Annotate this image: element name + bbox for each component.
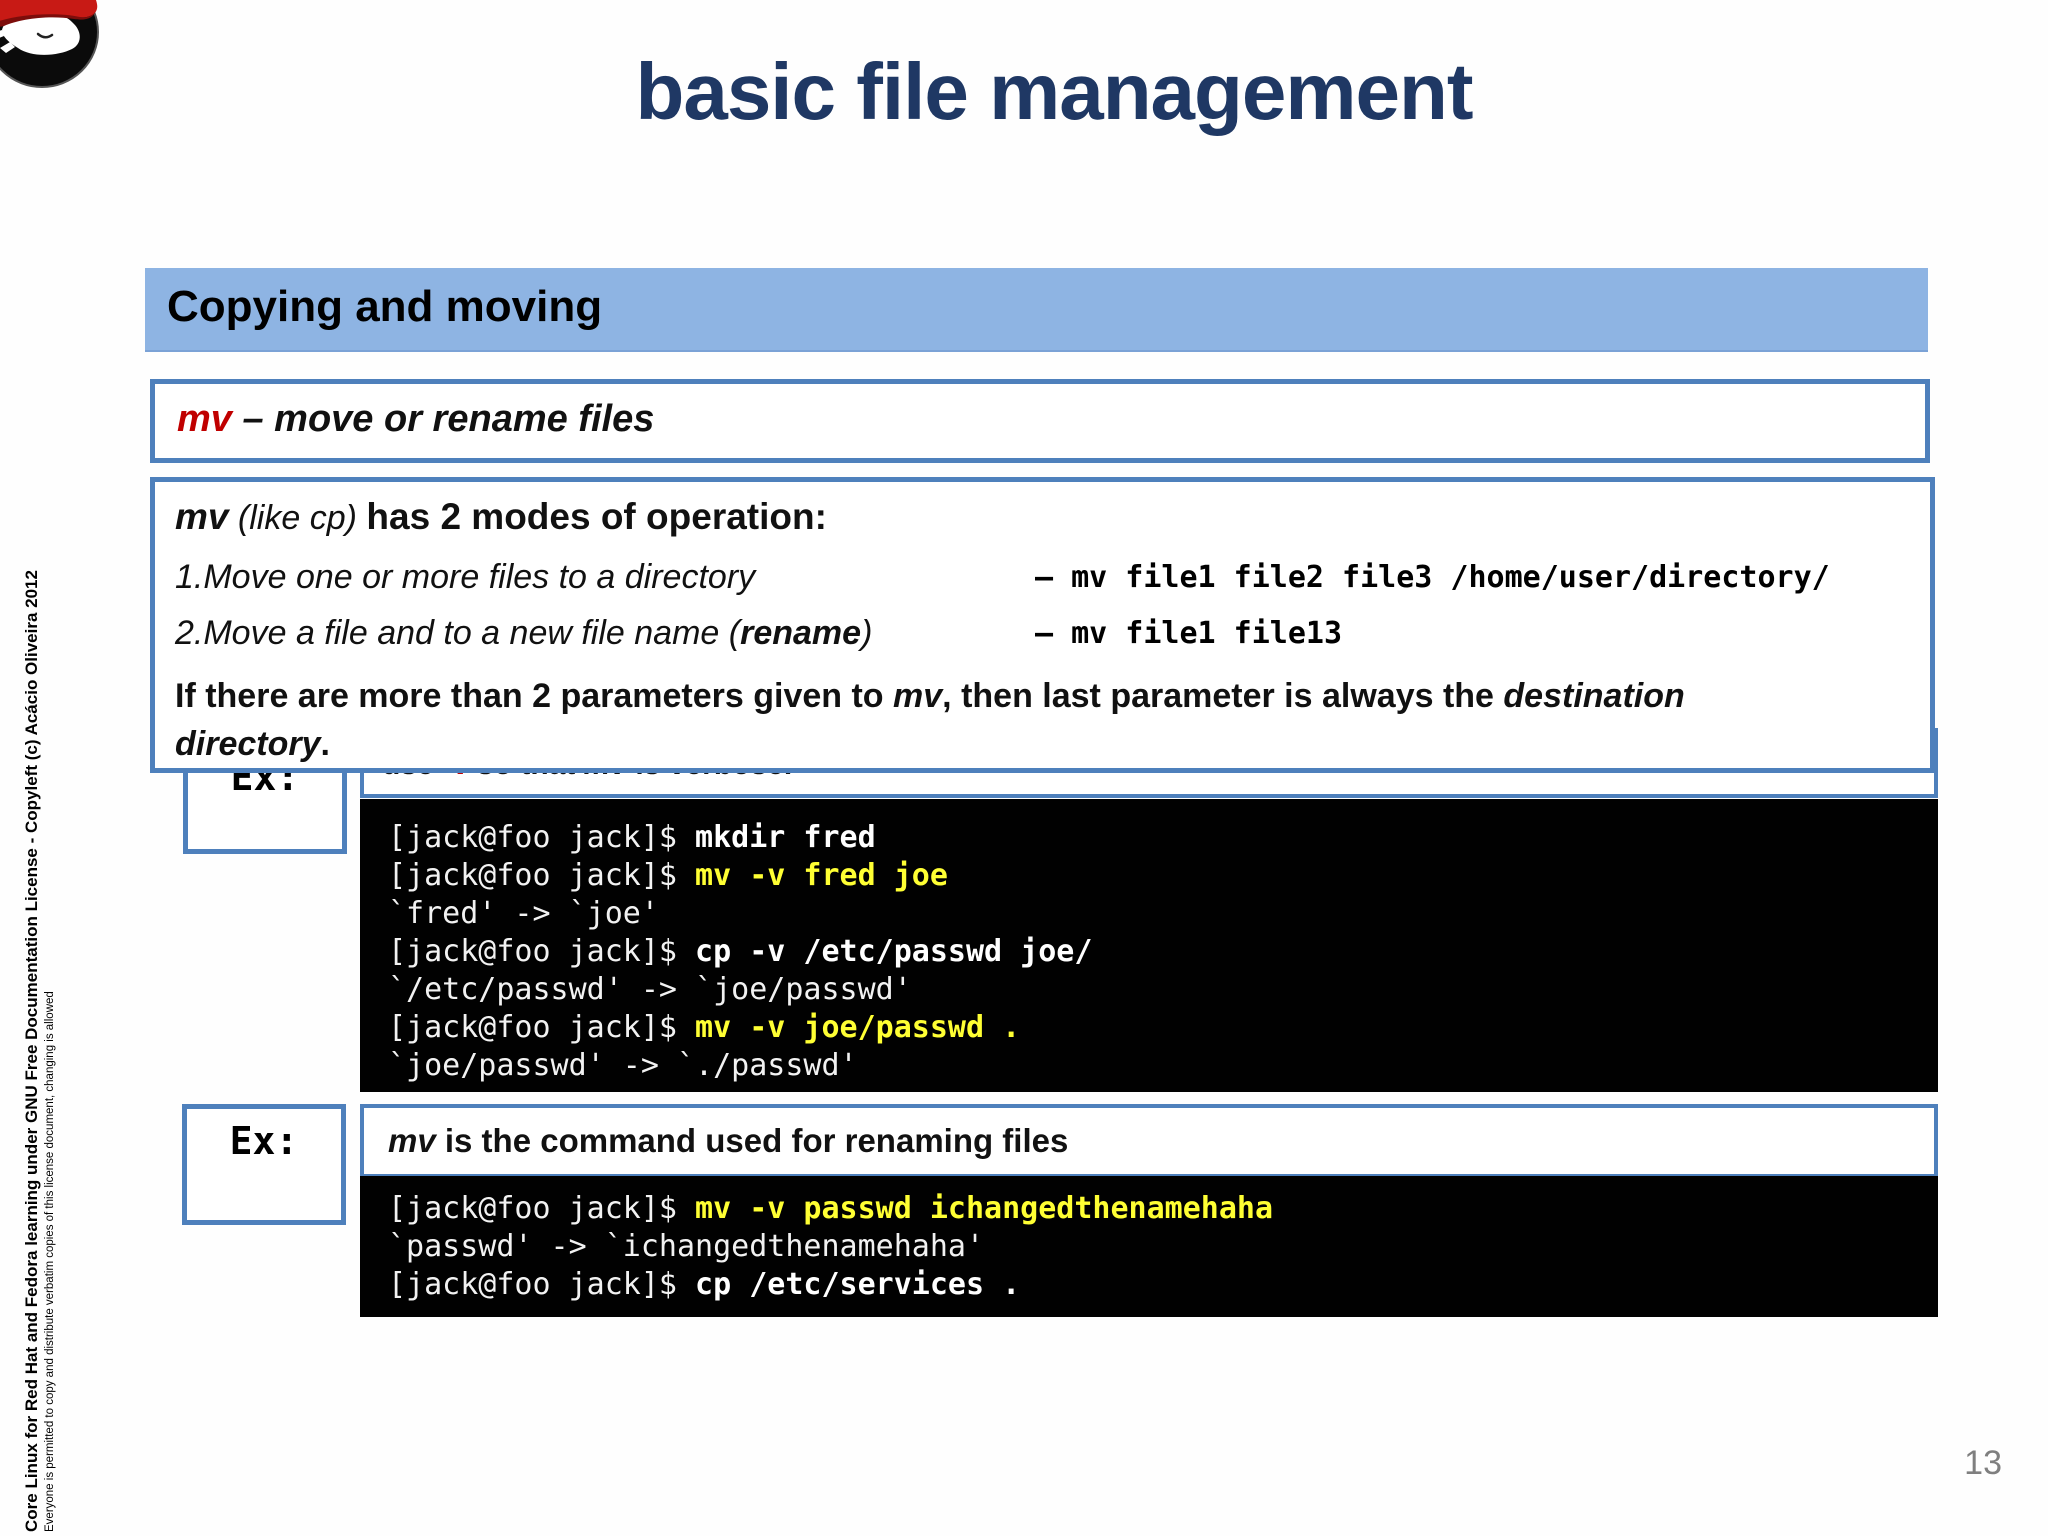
terminal-command: mv -v fred joe — [695, 858, 948, 893]
mode1-text: 1.Move one or more files to a directory — [175, 558, 756, 596]
example2-caption-box: mv is the command used for renaming file… — [360, 1104, 1938, 1178]
modes-heading-rest: has 2 modes of operation: — [366, 496, 827, 537]
terminal-command: mv -v joe/passwd . — [695, 1010, 1021, 1045]
note-part5: . — [320, 725, 330, 763]
terminal-output: `joe/passwd' -> `./passwd' — [388, 1048, 858, 1083]
mv-desc-text: – move or rename files — [231, 398, 655, 440]
section-header-bar: Copying and moving — [145, 268, 1928, 352]
terminal-2: [jack@foo jack]$ mv -v passwd ichangedth… — [360, 1176, 1938, 1317]
caption2-rest: is the command used for renaming files — [435, 1122, 1069, 1159]
terminal-line: [jack@foo jack]$ cp -v /etc/passwd joe/ — [388, 933, 1938, 971]
mode2-row: 2.Move a file and to a new file name (re… — [175, 614, 1342, 653]
section-header-label: Copying and moving — [167, 282, 603, 331]
terminal-line: [jack@foo jack]$ mv -v joe/passwd . — [388, 1009, 1938, 1047]
note-part2: mv — [893, 677, 943, 715]
terminal-prompt: [jack@foo jack]$ — [388, 1191, 696, 1226]
example2-label: Ex: — [229, 1119, 299, 1163]
modes-heading: mv (like cp) has 2 modes of operation: — [175, 496, 827, 538]
mode2-text-post: ) — [861, 614, 873, 652]
terminal-prompt: [jack@foo jack]$ — [388, 820, 696, 855]
terminal-line: `/etc/passwd' -> `joe/passwd' — [388, 971, 1938, 1009]
license-sidebar: Core Linux for Red Hat and Fedora learni… — [22, 570, 56, 1532]
mv-command-text: mv — [177, 398, 232, 440]
mode1-row: 1.Move one or more files to a directory … — [175, 558, 1830, 597]
terminal-line: [jack@foo jack]$ mv -v fred joe — [388, 857, 1938, 895]
terminal-line: [jack@foo jack]$ cp /etc/services . — [388, 1266, 1938, 1304]
license-line-bold: Core Linux for Red Hat and Fedora learni… — [22, 570, 41, 1532]
terminal-line: [jack@foo jack]$ mkdir fred — [388, 819, 1938, 857]
terminal-output: `/etc/passwd' -> `joe/passwd' — [388, 972, 912, 1007]
terminal-line: [jack@foo jack]$ mv -v passwd ichangedth… — [388, 1190, 1938, 1228]
license-line-small: Everyone is permitted to copy and distri… — [44, 991, 56, 1532]
terminal-line: `fred' -> `joe' — [388, 895, 1938, 933]
terminal-prompt: [jack@foo jack]$ — [388, 934, 696, 969]
mode2-text-pre: 2.Move a file and to a new file name ( — [175, 614, 741, 652]
terminal-line: `joe/passwd' -> `./passwd' — [388, 1047, 1938, 1085]
caption2-cmd: mv — [388, 1122, 436, 1159]
modes-of-operation-box: mv (like cp) has 2 modes of operation: 1… — [150, 477, 1935, 773]
modes-note: If there are more than 2 parameters give… — [175, 672, 1765, 768]
page-number: 13 — [1964, 1444, 2002, 1482]
terminal-1: [jack@foo jack]$ mkdir fred [jack@foo ja… — [360, 799, 1938, 1092]
note-part3: , then last parameter is always the — [942, 677, 1504, 715]
terminal-command: mv -v passwd ichangedthenamehaha — [695, 1191, 1274, 1226]
example2-caption-text: mv is the command used for renaming file… — [388, 1122, 1068, 1160]
slide-title: basic file management — [635, 47, 1473, 136]
terminal-prompt: [jack@foo jack]$ — [388, 1010, 696, 1045]
terminal-command: cp /etc/services . — [695, 1267, 1021, 1302]
terminal-output: `fred' -> `joe' — [388, 896, 659, 931]
mv-definition-text: mv – move or rename files — [177, 398, 654, 441]
modes-heading-paren: (like cp) — [228, 499, 367, 537]
terminal-command: mkdir fred — [695, 820, 876, 855]
modes-heading-cmd: mv — [175, 496, 229, 537]
note-part1: If there are more than 2 parameters give… — [175, 677, 894, 715]
mode2-command: – mv file1 file13 — [1035, 616, 1343, 651]
terminal-command: cp -v /etc/passwd joe/ — [695, 934, 1093, 969]
terminal-line: `passwd' -> `ichangedthenamehaha' — [388, 1228, 1938, 1266]
mode1-command: – mv file1 file2 file3 /home/user/direct… — [1035, 560, 1830, 595]
mv-definition-box: mv – move or rename files — [150, 379, 1930, 463]
terminal-output: `passwd' -> `ichangedthenamehaha' — [388, 1229, 985, 1264]
example2-label-box: Ex: — [182, 1104, 346, 1225]
redhat-logo-icon — [0, 0, 99, 88]
terminal-prompt: [jack@foo jack]$ — [388, 858, 696, 893]
mode2-text-em: rename — [740, 614, 862, 652]
terminal-prompt: [jack@foo jack]$ — [388, 1267, 696, 1302]
note-part4: destination directory — [175, 677, 1685, 763]
